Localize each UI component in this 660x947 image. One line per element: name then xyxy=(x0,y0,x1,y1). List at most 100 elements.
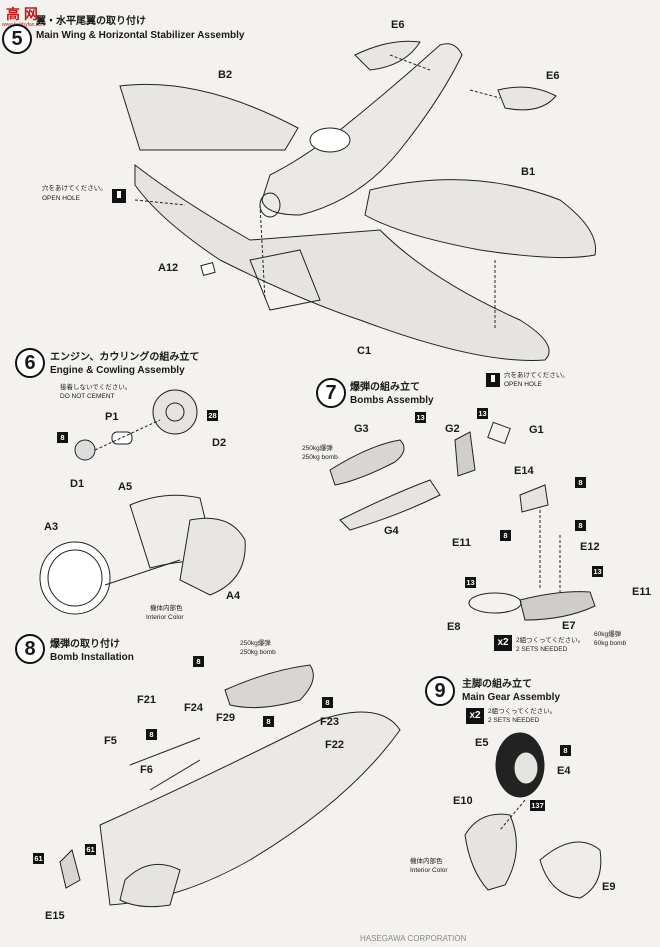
paint-ref-8b: 8 xyxy=(575,477,586,488)
engine-d2 xyxy=(152,389,198,435)
step7-sets-en: 2 SETS NEEDED xyxy=(516,646,568,653)
open-hole-icon xyxy=(112,189,126,203)
bomb-250kg xyxy=(224,664,314,709)
part-label-e10: E10 xyxy=(453,795,473,807)
watermark-logo: 高 网 xyxy=(6,6,38,22)
step-6-badge: 6 xyxy=(15,348,45,378)
wing-b1 xyxy=(364,179,597,259)
step7-bomb2-en: 60kg bomb xyxy=(594,640,627,647)
paint-ref-13c: 13 xyxy=(465,577,476,588)
step7-multiplier: x2 xyxy=(494,635,512,651)
part-label-g2: G2 xyxy=(445,423,460,435)
paint-ref-13d: 13 xyxy=(592,566,603,577)
part-label-a3: A3 xyxy=(44,521,59,533)
step9-sets-en: 2 SETS NEEDED xyxy=(488,717,540,724)
paint-ref-137: 137 xyxy=(530,800,545,811)
step9-title-jp: 主脚の組み立て xyxy=(462,679,532,690)
part-label-e4: E4 xyxy=(557,765,571,777)
paint-ref-8f: 8 xyxy=(322,697,333,708)
step9-color-en: Interior Color xyxy=(410,867,448,874)
part-label-d1: D1 xyxy=(70,478,85,490)
stab-e6b xyxy=(497,86,557,111)
step-5-badge: 5 xyxy=(2,24,32,54)
part-label-g3: G3 xyxy=(354,423,369,435)
step5-title-en: Main Wing & Horizontal Stabilizer Assemb… xyxy=(36,30,245,41)
part-label-b1: B1 xyxy=(521,166,536,178)
step7-sets-jp: 2組つくってください。 xyxy=(516,637,585,644)
fuselage-underside xyxy=(99,711,401,906)
gear-bay xyxy=(249,249,321,311)
part-label-e8: E8 xyxy=(447,621,461,633)
bomb-e7 xyxy=(519,591,596,621)
step9-title-en: Main Gear Assembly xyxy=(462,692,561,703)
wing-b2 xyxy=(119,83,299,151)
part-label-b2: B2 xyxy=(218,69,233,81)
paint-ref-8e: 8 xyxy=(193,656,204,667)
step6-color-en: Interior Color xyxy=(146,614,184,621)
part-label-d2: D2 xyxy=(212,437,227,449)
cockpit xyxy=(309,127,351,153)
fin-e8 xyxy=(468,592,522,614)
part-label-e15: E15 xyxy=(45,910,65,922)
part-label-c1: C1 xyxy=(357,345,372,357)
paint-ref-8i: 8 xyxy=(560,745,571,756)
part-label-f5: F5 xyxy=(104,735,117,747)
step5-note-en: OPEN HOLE xyxy=(42,195,80,202)
paint-ref-61a: 61 xyxy=(33,853,44,864)
cowling-a4 xyxy=(179,517,246,596)
step7-bomb-en: 250kg bomb xyxy=(302,454,338,461)
footer-company: HASEGAWA CORPORATION xyxy=(360,934,467,943)
part-label-f23: F23 xyxy=(320,716,339,728)
gear-cover-e10 xyxy=(464,813,517,891)
bomb-g3 xyxy=(329,439,405,486)
bracket-g2 xyxy=(454,431,476,477)
stab-e6a xyxy=(354,40,421,71)
step6-note-jp: 接着しないでください。 xyxy=(60,384,132,391)
strut-f5 xyxy=(129,737,201,766)
paint-ref-8h: 8 xyxy=(263,716,274,727)
step9-multiplier: x2 xyxy=(466,708,484,724)
part-a12 xyxy=(200,262,216,276)
step7-title-en: Bombs Assembly xyxy=(350,395,434,406)
prop-d1 xyxy=(74,439,96,461)
part-label-g1: G1 xyxy=(529,424,544,436)
step-8-badge: 8 xyxy=(15,634,45,664)
step9-sets-jp: 2組つくってください。 xyxy=(488,708,557,715)
step-7-badge: 7 xyxy=(316,378,346,408)
step6-color-jp: 機体内部色 xyxy=(150,605,183,612)
part-label-f24: F24 xyxy=(184,702,203,714)
step6-note-en: DO NOT CEMENT xyxy=(60,393,115,400)
step7-bomb2-jp: 60kg爆弾 xyxy=(594,631,622,638)
step5-title-jp: 翼・水平尾翼の取り付け xyxy=(36,16,146,27)
step7-title-jp: 爆弾の組み立て xyxy=(350,382,420,393)
paint-ref-8g: 8 xyxy=(146,729,157,740)
part-label-e6b: E6 xyxy=(546,70,560,82)
part-label-e7: E7 xyxy=(562,620,576,632)
step8-title-jp: 爆弾の取り付け xyxy=(50,639,120,650)
part-label-f29: F29 xyxy=(216,712,235,724)
part-label-a12: A12 xyxy=(158,262,179,274)
paint-ref-28: 28 xyxy=(207,410,218,421)
step9-color-jp: 機体内部色 xyxy=(410,858,443,865)
part-label-e5: E5 xyxy=(475,737,489,749)
step7-bomb-jp: 250kg爆弾 xyxy=(302,445,333,452)
step5-note-jp: 穴をあけてください。 xyxy=(42,185,107,192)
part-label-e9: E9 xyxy=(602,881,616,893)
part-label-f22: F22 xyxy=(325,739,344,751)
rack-e14 xyxy=(519,484,549,513)
step5-note2-jp: 穴をあけてください。 xyxy=(504,372,569,379)
wing-lower-c1 xyxy=(134,163,550,361)
part-label-e6a: E6 xyxy=(391,19,405,31)
step-9-badge: 9 xyxy=(425,676,455,706)
paint-ref-61b: 61 xyxy=(85,844,96,855)
step6-title-en: Engine & Cowling Assembly xyxy=(50,365,185,376)
part-label-e12: E12 xyxy=(580,541,600,553)
step5-note2-en: OPEN HOLE xyxy=(504,381,542,388)
paint-ref-13a: 13 xyxy=(415,412,426,423)
gear-door-e9 xyxy=(539,841,602,899)
step8-bomb-en: 250kg bomb xyxy=(240,649,276,656)
strut-f6 xyxy=(149,759,201,791)
part-label-a5: A5 xyxy=(118,481,133,493)
